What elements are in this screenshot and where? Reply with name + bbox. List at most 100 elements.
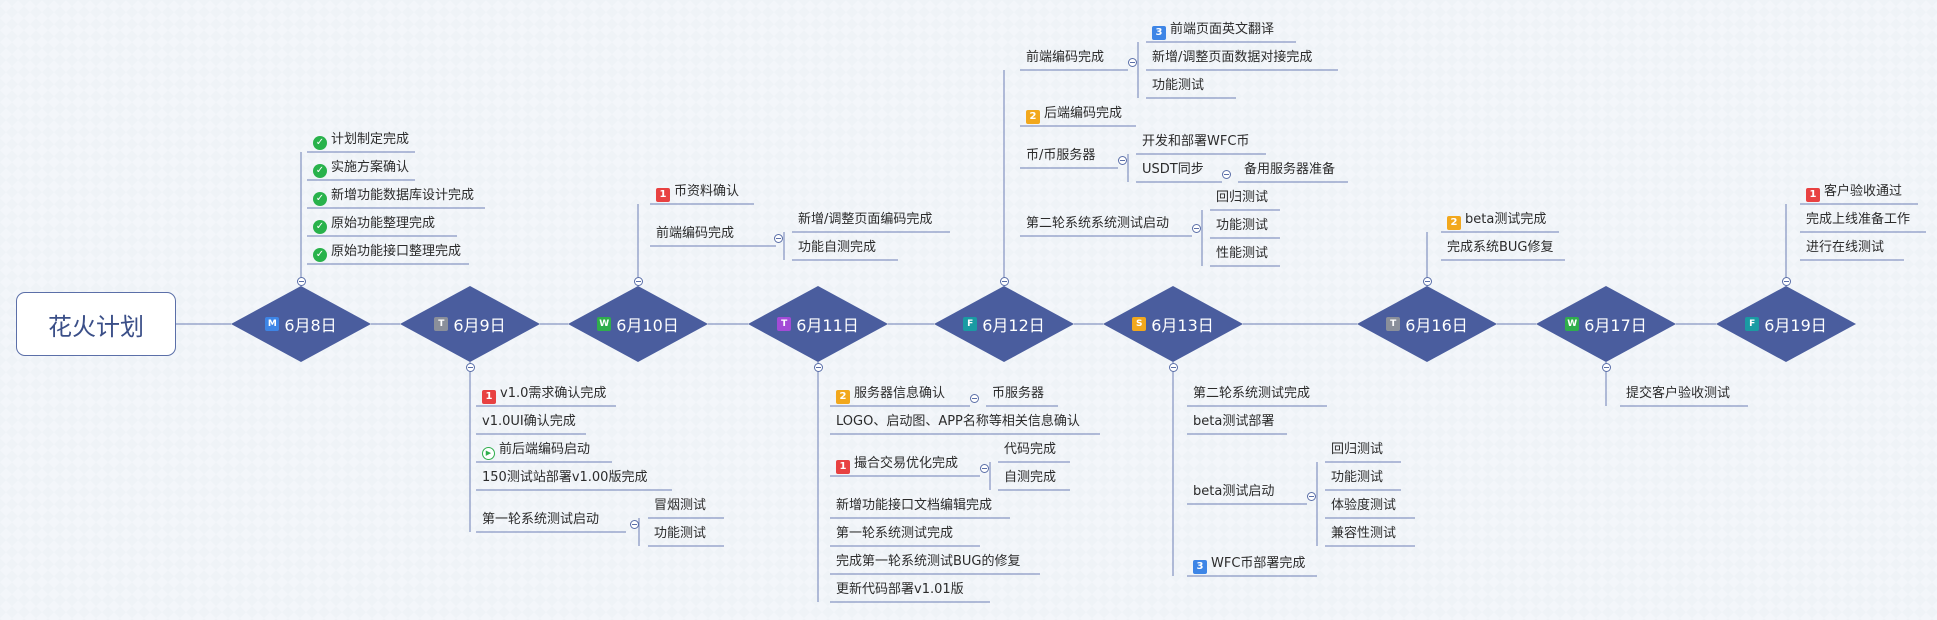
- topic-d5-t3b[interactable]: USDT同步: [1142, 161, 1204, 179]
- topic-d6-b3a[interactable]: 回归测试: [1331, 441, 1383, 459]
- topic-d3-t2a[interactable]: 新增/调整页面编码完成: [798, 211, 932, 229]
- day-label: 6月8日: [284, 316, 337, 335]
- topic-d4-b7[interactable]: 更新代码部署v1.01版: [836, 581, 964, 599]
- topic-d1-t1[interactable]: ✓计划制定完成: [313, 131, 409, 150]
- topic-d1-t2[interactable]: ✓实施方案确认: [313, 159, 409, 178]
- collapse-toggle[interactable]: [629, 519, 639, 529]
- collapse-toggle[interactable]: [1168, 362, 1178, 372]
- collapse-toggle[interactable]: [1117, 155, 1127, 165]
- topic-d1-t5[interactable]: ✓原始功能接口整理完成: [313, 243, 461, 262]
- collapse-toggle[interactable]: [1191, 223, 1201, 233]
- topic-d4-b1a[interactable]: 币服务器: [992, 385, 1044, 403]
- topic-label: 第二轮系统测试完成: [1193, 386, 1311, 401]
- diamond-shape: [748, 286, 888, 362]
- topic-d4-b3a[interactable]: 代码完成: [1004, 441, 1056, 459]
- collapse-toggle[interactable]: [1306, 491, 1316, 501]
- topic-d5-t1[interactable]: 前端编码完成: [1026, 49, 1104, 67]
- collapse-toggle[interactable]: [1422, 276, 1432, 286]
- topic-d5-t1c[interactable]: 功能测试: [1152, 77, 1204, 95]
- day-badge-icon: F: [1745, 317, 1760, 331]
- topic-d3-t2[interactable]: 前端编码完成: [656, 225, 734, 243]
- day-badge-icon: S: [1132, 317, 1147, 331]
- collapse-toggle[interactable]: [999, 276, 1009, 286]
- topic-d5-t4a[interactable]: 回归测试: [1216, 189, 1268, 207]
- topic-d5-t4c[interactable]: 性能测试: [1216, 245, 1268, 263]
- topic-label: 提交客户验收测试: [1626, 386, 1731, 401]
- collapse-toggle[interactable]: [969, 393, 979, 403]
- collapse-toggle[interactable]: [1127, 57, 1137, 67]
- topic-label: 实施方案确认: [331, 160, 410, 175]
- collapse-toggle[interactable]: [1601, 362, 1611, 372]
- topic-label: 新增/调整页面编码完成: [798, 212, 933, 227]
- topic-d8-b1[interactable]: 提交客户验收测试: [1626, 385, 1730, 403]
- collapse-toggle[interactable]: [813, 362, 823, 372]
- topic-d2-b4[interactable]: 150测试站部署v1.00版完成: [482, 469, 647, 487]
- topic-label: 功能测试: [1152, 78, 1205, 93]
- topic-label: 回归测试: [1216, 190, 1269, 205]
- topic-d6-b3[interactable]: beta测试启动: [1193, 483, 1274, 501]
- collapse-toggle[interactable]: [1221, 169, 1231, 179]
- topic-d3-t2b[interactable]: 功能自测完成: [798, 239, 876, 257]
- topic-d4-b4[interactable]: 新增功能接口文档编辑完成: [836, 497, 992, 515]
- topic-d6-b2[interactable]: beta测试部署: [1193, 413, 1274, 431]
- topic-d2-b2[interactable]: v1.0UI确认完成: [482, 413, 576, 431]
- topic-d5-t3b1[interactable]: 备用服务器准备: [1244, 161, 1335, 179]
- topic-d4-b2[interactable]: LOGO、启动图、APP名称等相关信息确认: [836, 413, 1080, 431]
- root-topic[interactable]: 花火计划: [16, 292, 176, 356]
- topic-d4-b3b[interactable]: 自测完成: [1004, 469, 1056, 487]
- topic-d5-t1b[interactable]: 新增/调整页面数据对接完成: [1152, 49, 1312, 67]
- topic-d9-t2[interactable]: 完成上线准备工作: [1806, 211, 1910, 229]
- topic-d7-t2[interactable]: 完成系统BUG修复: [1447, 239, 1554, 257]
- topic-d4-b6[interactable]: 完成第一轮系统测试BUG的修复: [836, 553, 1021, 571]
- diamond-shape: [400, 286, 540, 362]
- collapse-toggle[interactable]: [633, 276, 643, 286]
- topic-d6-b1[interactable]: 第二轮系统测试完成: [1193, 385, 1310, 403]
- collapse-toggle[interactable]: [296, 276, 306, 286]
- topic-d2-b5[interactable]: 第一轮系统测试启动: [482, 511, 599, 529]
- topic-d4-b5[interactable]: 第一轮系统测试完成: [836, 525, 953, 543]
- collapse-toggle[interactable]: [1781, 276, 1791, 286]
- topic-d5-t3a[interactable]: 开发和部署WFC币: [1142, 133, 1249, 151]
- topic-d5-t3[interactable]: 币/币服务器: [1026, 147, 1095, 165]
- collapse-toggle[interactable]: [773, 233, 783, 243]
- topic-d6-b3c[interactable]: 体验度测试: [1331, 497, 1396, 515]
- topic-d6-b3b[interactable]: 功能测试: [1331, 469, 1383, 487]
- collapse-toggle[interactable]: [979, 463, 989, 473]
- topic-d5-t4b[interactable]: 功能测试: [1216, 217, 1268, 235]
- topic-label: beta测试启动: [1193, 484, 1275, 499]
- topic-d2-b5b[interactable]: 功能测试: [654, 525, 706, 543]
- topic-d6-b3d[interactable]: 兼容性测试: [1331, 525, 1396, 543]
- topic-d2-b3[interactable]: ▶前后端编码启动: [482, 441, 590, 460]
- topic-d9-t3[interactable]: 进行在线测试: [1806, 239, 1884, 257]
- topic-d1-t3[interactable]: ✓新增功能数据库设计完成: [313, 187, 474, 206]
- diamond-shape: [1103, 286, 1243, 362]
- topic-d2-b5a[interactable]: 冒烟测试: [654, 497, 706, 515]
- priority-badge-icon: 2: [1447, 216, 1461, 230]
- topic-d1-t4[interactable]: ✓原始功能整理完成: [313, 215, 435, 234]
- topic-d5-t4[interactable]: 第二轮系统系统测试启动: [1026, 215, 1169, 233]
- collapse-toggle[interactable]: [465, 362, 475, 372]
- priority-badge-icon: 3: [1193, 560, 1207, 574]
